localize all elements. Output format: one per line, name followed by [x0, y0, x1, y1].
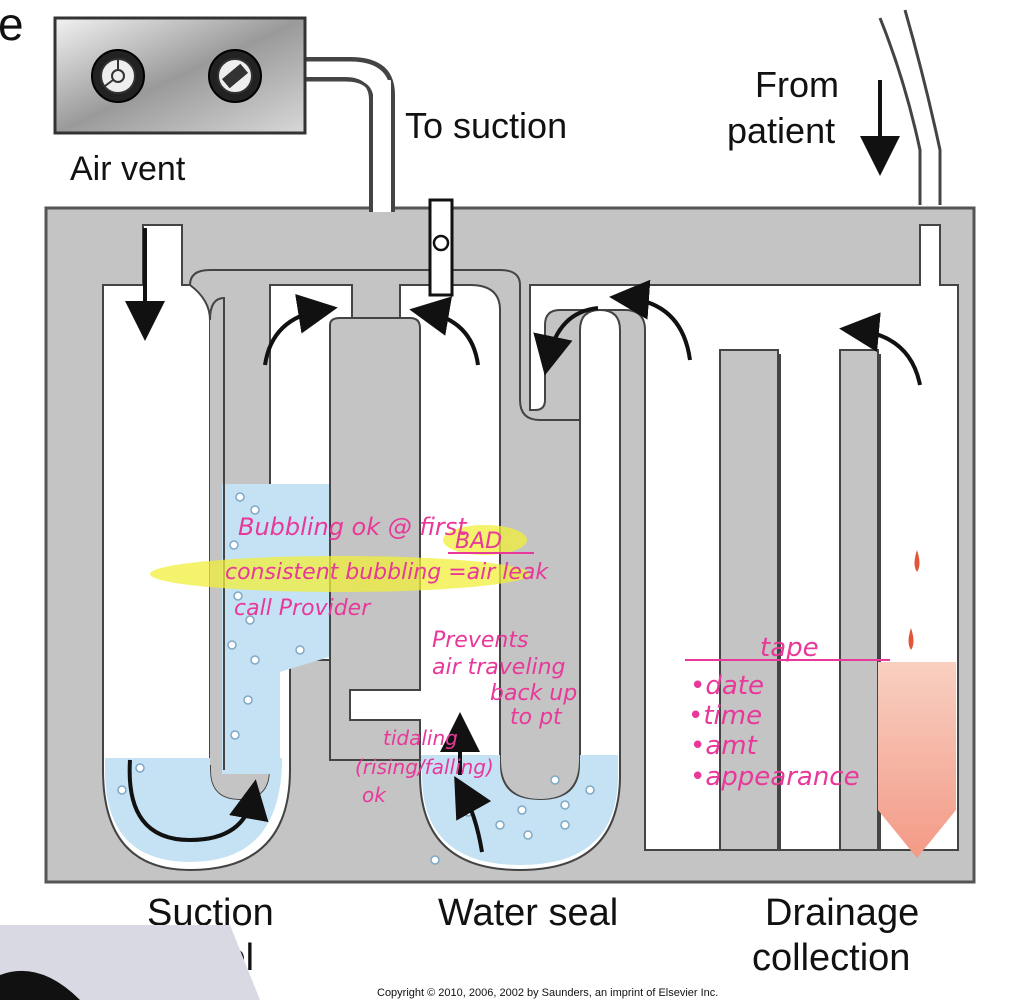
annotation-call-provider: call Provider — [234, 596, 372, 621]
annotation-prevents-4: to pt — [510, 705, 563, 730]
annotation-tape-item: •amt — [690, 731, 758, 761]
annotation-tape-item: •date — [690, 671, 764, 701]
annotation-tape: tape — [760, 633, 819, 663]
flow-arrow-icon — [125, 80, 922, 853]
highlight-mark — [443, 525, 527, 555]
to-suction-label: To suction — [405, 105, 567, 146]
valve-icon — [208, 49, 262, 103]
gauge-icon — [91, 49, 145, 103]
drainage-collection-chamber — [529, 224, 959, 858]
annotation-bubbling-ok: Bubbling ok @ first — [238, 513, 468, 541]
from-patient-label-1: From — [755, 64, 839, 105]
air-bubbles — [117, 492, 595, 865]
drainage-fluid — [878, 662, 956, 858]
drainage-drop — [908, 628, 914, 650]
slide-corner-decoration — [0, 970, 80, 1000]
partial-letter: e — [0, 0, 24, 50]
annotation-prevents-2: air traveling — [432, 655, 566, 680]
annotation-tidaling-3: ok — [362, 783, 387, 807]
annotation-tidaling-1: tidaling — [383, 726, 458, 750]
drainage-collection-label-2: collection — [752, 937, 910, 979]
annotation-tape-item: •appearance — [690, 762, 860, 792]
drainage-collection-label-1: Drainage — [765, 892, 919, 934]
air-vent-label: Air vent — [70, 150, 186, 188]
annotation-prevents-3: back up — [490, 681, 577, 706]
water-seal-label: Water seal — [438, 892, 618, 934]
slide-corner-decoration — [0, 925, 260, 1000]
from-patient-label-2: patient — [727, 110, 835, 151]
annotation-tidaling-2: (rising/falling) — [355, 755, 494, 779]
annotation-prevents-1: Prevents — [432, 628, 528, 653]
annotation-bad: BAD — [455, 529, 502, 554]
clamp-icon — [428, 198, 454, 297]
tubing — [302, 9, 942, 212]
drainage-drop — [914, 550, 920, 572]
annotation-consistent-bubbling: consistent bubbling =air leak — [225, 560, 549, 585]
annotation-tape-item: •time — [688, 701, 762, 731]
copyright-text: Copyright © 2010, 2006, 2002 by Saunders… — [377, 987, 718, 999]
air-vent-unit — [53, 16, 307, 135]
highlight-mark — [150, 556, 530, 592]
